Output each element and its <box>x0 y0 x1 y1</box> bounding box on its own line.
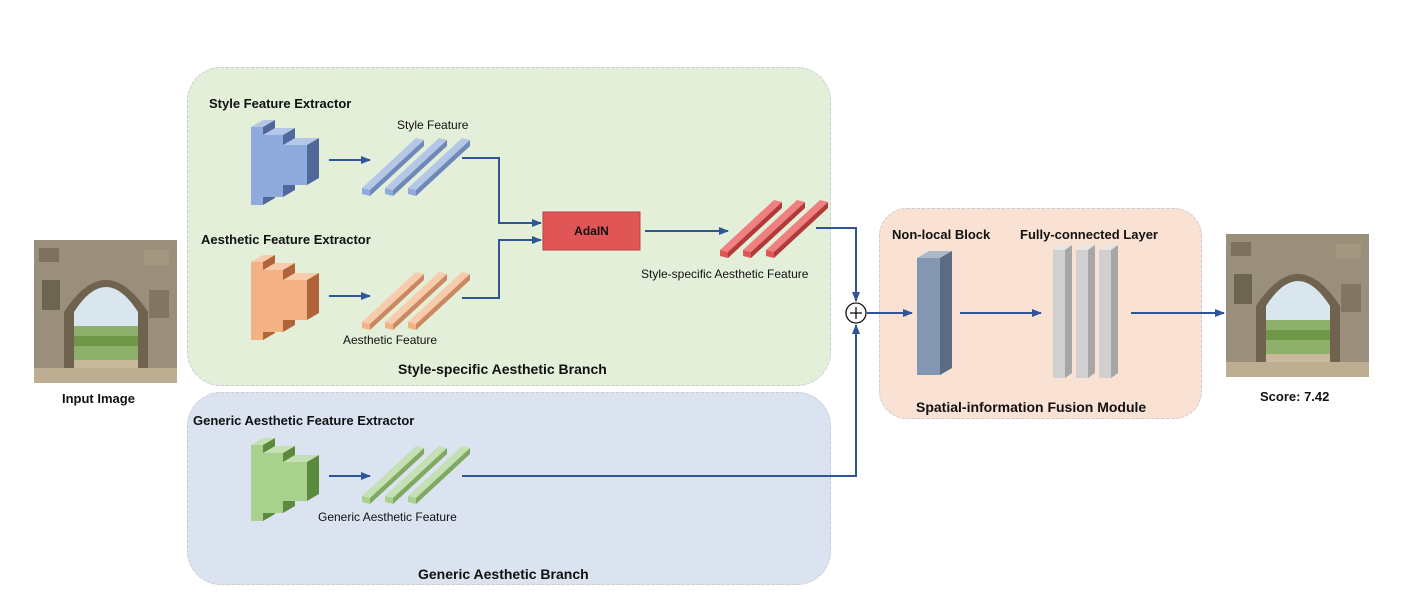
style-feature-extractor-icon <box>251 120 319 205</box>
arch-painting-image <box>34 240 177 383</box>
input-image <box>34 240 177 383</box>
nonlocal-block-icon <box>917 251 952 375</box>
style-specific-aesthetic-feature-bars-icon <box>720 200 828 258</box>
output-image <box>1226 234 1369 377</box>
generic-feature-label: Generic Aesthetic Feature <box>318 510 457 524</box>
aesthetic-feature-label: Aesthetic Feature <box>343 333 438 347</box>
style-extractor-label: Style Feature Extractor <box>209 96 352 111</box>
style-feature-label: Style Feature <box>397 118 469 132</box>
arrow-aesthetic-feature-to-adain <box>462 236 542 299</box>
fc-layer-label: Fully-connected Layer <box>1020 227 1158 242</box>
adain-block <box>542 211 641 251</box>
generic-branch-title: Generic Aesthetic Branch <box>418 566 589 582</box>
fully-connected-layer-icon <box>1053 245 1118 378</box>
style-feature-bars-icon <box>362 138 470 196</box>
score-label: Score: 7.42 <box>1260 389 1330 404</box>
nonlocal-block-label: Non-local Block <box>892 227 991 242</box>
sum-node-icon <box>845 302 867 324</box>
generic-extractor-label: Generic Aesthetic Feature Extractor <box>193 413 415 428</box>
adain-label: AdaIN <box>574 224 609 238</box>
aesthetic-feature-bars-icon <box>362 272 470 330</box>
generic-feature-extractor-icon <box>251 438 319 521</box>
style-specific-branch-panel <box>187 67 831 386</box>
style-specific-feature-label: Style-specific Aesthetic Feature <box>641 267 809 281</box>
arrow-style-feature-to-adain <box>462 157 542 227</box>
flow-arrows <box>329 156 1225 480</box>
aesthetic-feature-extractor-icon <box>251 255 319 340</box>
aesthetic-extractor-label: Aesthetic Feature Extractor <box>201 232 371 247</box>
generic-feature-bars-icon <box>362 446 470 504</box>
arch-painting-image <box>1226 234 1369 377</box>
style-branch-title: Style-specific Aesthetic Branch <box>398 361 607 377</box>
fusion-module-title: Spatial-information Fusion Module <box>916 399 1147 415</box>
input-image-label: Input Image <box>62 391 135 406</box>
arrow-generic-feature-to-sum <box>462 324 860 477</box>
arrow-style-specific-to-sum <box>816 227 860 302</box>
